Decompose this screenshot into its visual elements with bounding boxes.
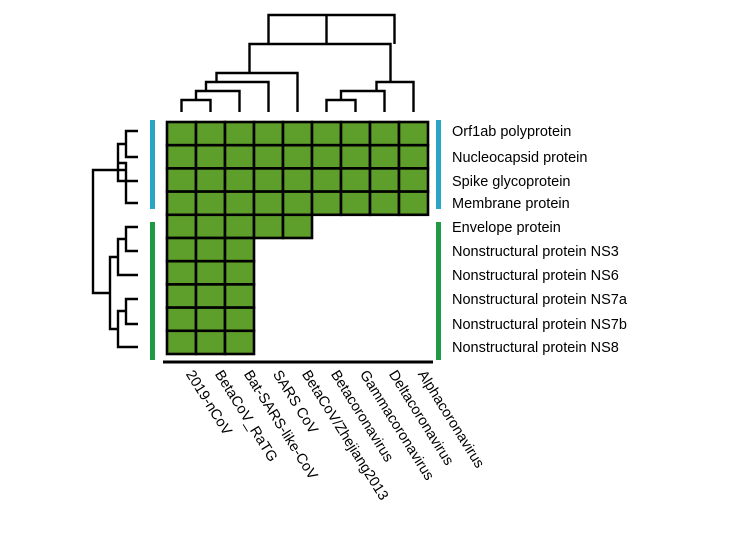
heatmap-cell	[310, 190, 343, 217]
heatmap-cell	[194, 167, 227, 193]
heatmap-cell	[223, 190, 256, 217]
heatmap-cell	[194, 259, 227, 286]
heatmap-cell	[339, 120, 372, 147]
heatmap-cell	[281, 143, 314, 170]
heatmap-cell	[223, 259, 256, 286]
heatmap-cell	[310, 143, 343, 170]
dendrogram-branch	[267, 13, 396, 44]
heatmap-cells	[165, 120, 430, 356]
heatmap-cell	[252, 120, 285, 147]
heatmap-cell	[310, 167, 343, 193]
dendrogram-branch	[124, 129, 138, 159]
row-label: Nonstructural protein NS7a	[452, 292, 628, 308]
dendrogram-branch	[124, 297, 138, 326]
dendrogram-branch	[215, 71, 299, 112]
heatmap-cell	[223, 143, 256, 170]
row-dendrogram	[91, 129, 138, 349]
row-label: Nonstructural protein NS3	[452, 244, 619, 260]
dendrogram-branch	[118, 161, 138, 205]
heatmap-cell	[281, 167, 314, 193]
column-dendrogram	[180, 13, 415, 112]
heatmap-cell	[223, 167, 256, 193]
dendrogram-branch	[204, 80, 270, 112]
dendrogram-branch	[180, 98, 212, 112]
heatmap-cell	[165, 259, 198, 286]
heatmap-cell	[165, 120, 198, 147]
row-label: Nonstructural protein NS7b	[452, 317, 627, 333]
dendrogram-branch	[116, 309, 138, 349]
heatmap-cell	[339, 167, 372, 193]
dendrogram-branch	[194, 89, 241, 112]
heatmap-cell	[281, 120, 314, 147]
heatmap-cell	[165, 167, 198, 193]
heatmap-cell	[194, 143, 227, 170]
heatmap-cell	[165, 329, 198, 356]
heatmap-cell	[252, 190, 285, 217]
heatmap-cell	[223, 306, 256, 333]
heatmap-cell	[368, 167, 401, 193]
heatmap-cell	[223, 283, 256, 309]
heatmap-cell	[194, 283, 227, 309]
row-label: Orf1ab polyprotein	[452, 124, 571, 140]
heatmap-cell	[165, 306, 198, 333]
heatmap-cell	[194, 213, 227, 240]
row-group-bars	[150, 120, 441, 360]
row-label: Membrane protein	[452, 196, 570, 212]
heatmap-cell	[368, 143, 401, 170]
group-bar	[436, 120, 441, 209]
heatmap-cell	[194, 120, 227, 147]
heatmap-cell	[223, 213, 256, 240]
heatmap-cell	[368, 190, 401, 217]
heatmap-cell	[165, 190, 198, 217]
heatmap-cell	[194, 306, 227, 333]
heatmap-cell	[165, 236, 198, 263]
dendrogram-branch	[91, 168, 126, 295]
heatmap-cell	[194, 329, 227, 356]
row-label: Spike glycoprotein	[452, 174, 571, 190]
heatmap-cell	[339, 143, 372, 170]
heatmap-cell	[223, 329, 256, 356]
heatmap-cell	[223, 236, 256, 263]
heatmap-cell	[252, 167, 285, 193]
heatmap-cell	[397, 167, 430, 193]
row-label: Nonstructural protein NS6	[452, 268, 619, 284]
group-bar	[150, 120, 155, 209]
heatmap-cell	[397, 143, 430, 170]
heatmap-cell	[252, 143, 285, 170]
heatmap-cell	[281, 213, 314, 240]
heatmap-cell	[194, 190, 227, 217]
heatmap-cell	[165, 283, 198, 309]
heatmap-cell	[223, 120, 256, 147]
dendrogram-branch	[116, 237, 138, 277]
heatmap-cell	[339, 190, 372, 217]
group-bar	[150, 222, 155, 360]
group-bar	[436, 222, 441, 360]
dendrogram-branch	[339, 89, 386, 112]
column-labels: 2019-nCoVBetaCoV_RaTGBat-SARS-like-CoVSA…	[182, 368, 487, 504]
heatmap-cell	[368, 120, 401, 147]
dendrogram-branch	[375, 80, 415, 112]
heatmap-cell	[281, 190, 314, 217]
heatmap-cell	[397, 190, 430, 217]
dendrogram-branch	[248, 42, 392, 82]
heatmap-cell	[310, 120, 343, 147]
row-label: Nucleocapsid protein	[452, 150, 587, 166]
heatmap-cell	[194, 236, 227, 263]
heatmap-cell	[165, 213, 198, 240]
dendrogram-branch	[124, 225, 138, 253]
heatmap-cell	[252, 213, 285, 240]
row-label: Envelope protein	[452, 220, 561, 236]
dendrogram-branch	[325, 98, 357, 112]
heatmap-cell	[165, 143, 198, 170]
heatmap-cell	[397, 120, 430, 147]
row-label: Nonstructural protein NS8	[452, 340, 619, 356]
